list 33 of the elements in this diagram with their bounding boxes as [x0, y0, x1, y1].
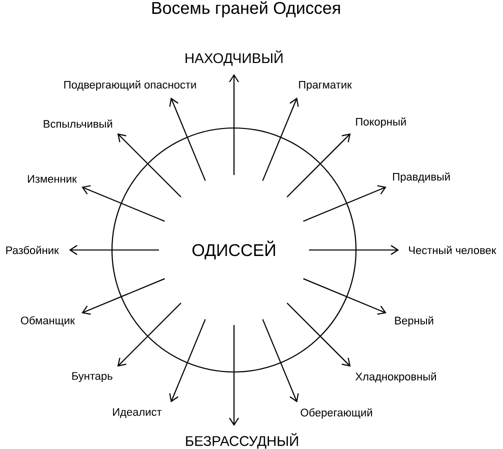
arrow — [303, 278, 386, 315]
arrow — [286, 302, 351, 367]
trait-label: Вспыльчивый — [44, 120, 112, 128]
trait-label: Идеалист — [113, 408, 162, 418]
trait-label: НАХОДЧИВЫЙ — [186, 50, 282, 66]
trait-label: Подвергающий опасности — [64, 80, 196, 91]
trait-label: Хладнокровный — [355, 372, 436, 383]
title: Восемь граней Одиссея — [152, 1, 340, 18]
trait-label: Обманщик — [20, 316, 75, 326]
trait-label: Покорный — [356, 117, 406, 128]
arrow — [262, 319, 299, 402]
arrow — [82, 185, 165, 222]
trait-label: Разбойник — [6, 246, 59, 254]
trait-label: Оберегающий — [300, 408, 372, 419]
arrow — [262, 98, 299, 181]
trait-label: Изменник — [28, 175, 77, 183]
arrow — [117, 133, 182, 198]
arrow — [117, 302, 182, 367]
trait-label: Верный — [395, 316, 434, 327]
arrow — [309, 245, 399, 255]
trait-label: Правдивый — [393, 172, 450, 183]
arrow — [229, 74, 239, 175]
arrow — [69, 245, 159, 255]
arrow — [229, 325, 239, 426]
trait-label: Прагматик — [299, 80, 352, 91]
arrow — [303, 185, 386, 222]
trait-label: Бунтарь — [72, 372, 112, 382]
arrow — [286, 133, 351, 198]
arrow — [82, 278, 165, 315]
trait-label: БЕЗРАССУДНЫЙ — [186, 433, 298, 449]
trait-label: Честный человек — [409, 246, 496, 254]
arrow — [169, 319, 206, 402]
arrow — [169, 98, 206, 181]
